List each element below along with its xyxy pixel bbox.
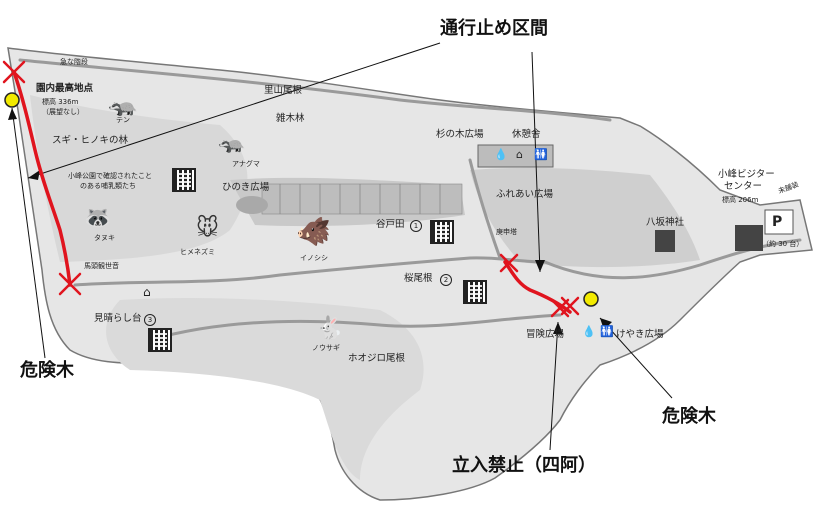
closure-mark-center — [499, 253, 519, 273]
label-mammals-note-1: 小峰公園で確認されたこと — [68, 172, 152, 180]
label-highest-elev: 標高 336m — [42, 98, 79, 106]
rest-house-building — [477, 144, 554, 168]
danger-tree-marker-left — [4, 92, 20, 108]
label-visitor-center-2: センター — [724, 181, 763, 192]
pointer-closed-section-right — [531, 51, 541, 273]
qr-code-mammals[interactable] — [172, 168, 196, 192]
rest-house-icon: ⌂ — [516, 148, 523, 161]
water-icon-keyaki: 💧 — [582, 325, 596, 338]
label-sakura-num: 2 — [440, 274, 452, 286]
label-miharashi: 見晴らし台 — [94, 313, 142, 324]
callout-danger-tree-right: 危険木 — [662, 406, 716, 427]
label-highest-note: （展望なし） — [42, 108, 84, 116]
label-visitor-center-elev: 標高 206m — [722, 196, 759, 204]
label-cedar-forest: スギ・ヒノキの林 — [52, 135, 129, 146]
trail-central — [73, 256, 547, 287]
label-ten: テン — [116, 116, 130, 124]
south-zone — [106, 298, 424, 480]
label-sakura-ridge: 桜尾根 — [404, 273, 433, 284]
pointer-closed-section-left — [27, 42, 441, 179]
callout-no-entry: 立入禁止（四阿） — [452, 455, 596, 476]
trail-east — [543, 238, 802, 280]
forest-zone — [30, 95, 248, 262]
label-highest-point: 園内最高地点 — [36, 83, 94, 94]
raccoon-dog-illustration: 🦝 — [84, 206, 112, 231]
parking-lot — [764, 209, 794, 235]
danger-tree-marker-right — [583, 291, 599, 307]
toilet-icon-keyaki: 🚻 — [600, 325, 614, 338]
steps — [261, 183, 463, 215]
badger-illustration: 🦡 — [218, 130, 246, 155]
label-satoyama-ridge: 里山尾根 — [264, 85, 303, 96]
label-cedar-square: 杉の木広場 — [436, 129, 484, 140]
trail-valley — [468, 158, 502, 260]
callout-danger-tree-left: 危険木 — [20, 360, 74, 381]
mouse-illustration: 🐭 — [196, 216, 219, 241]
label-anaguma: アナグマ — [232, 160, 260, 168]
closure-mark-east-2 — [560, 296, 580, 316]
label-koshinto: 庚申塔 — [496, 228, 517, 236]
rest-house-icon-miharashi: ⌂ — [143, 285, 151, 299]
hare-illustration: 🐇 — [316, 316, 344, 341]
label-visitor-center-1: 小峰ビジター — [718, 169, 775, 180]
closed-route-east — [503, 260, 572, 314]
label-fureai-square: ふれあい広場 — [496, 189, 554, 200]
hill-zone — [470, 167, 700, 268]
trail-south — [148, 313, 562, 342]
label-tanuki: タヌキ — [94, 234, 115, 242]
toilet-icon: 🚻 — [534, 148, 548, 161]
label-adventure-square: 冒険広場 — [526, 329, 565, 340]
shrine-building — [655, 230, 675, 252]
label-nousagi: ノウサギ — [312, 344, 340, 352]
label-steep-stairs: 急な階段 — [60, 58, 88, 66]
pointer-no-entry — [549, 321, 559, 451]
qr-code-yatoda[interactable] — [430, 220, 454, 244]
label-miharashi-num: 3 — [144, 314, 156, 326]
label-rest-house: 休憩舎 — [512, 129, 541, 140]
trail-ridge — [18, 58, 612, 122]
qr-code-miharashi[interactable] — [148, 328, 172, 352]
label-hinoki-square: ひのき広場 — [222, 182, 270, 193]
label-inoshishi: イノシシ — [300, 254, 328, 262]
pointer-danger-left — [11, 107, 46, 359]
label-yasaka-shrine: 八坂神社 — [646, 217, 685, 228]
closure-mark-top — [2, 60, 26, 84]
label-mammals-note-2: のある哺乳類たち — [80, 182, 136, 190]
closure-mark-left — [58, 272, 82, 296]
label-mixed-forest: 雑木林 — [276, 113, 305, 124]
label-keyaki-square: けやき広場 — [616, 329, 664, 340]
label-parking-capacity: （約 30 台） — [762, 240, 804, 248]
label-yatoda-num: 1 — [410, 220, 422, 232]
closed-route-west — [12, 70, 72, 287]
label-himenezumi: ヒメネズミ — [180, 248, 215, 256]
pond — [236, 196, 268, 214]
boar-illustration: 🐗 — [296, 215, 331, 248]
qr-code-sakura[interactable] — [463, 280, 487, 304]
callout-closed-section: 通行止め区間 — [440, 18, 548, 39]
visitor-center-building — [735, 225, 763, 251]
pointer-danger-right — [599, 317, 673, 399]
label-yatoda: 谷戸田 — [376, 219, 405, 230]
water-icon: 💧 — [494, 148, 508, 161]
label-bato-kannon: 馬頭観世音 — [84, 262, 119, 270]
marten-illustration: 🦡 — [108, 90, 138, 118]
label-hoojiro-ridge: ホオジロ尾根 — [348, 353, 406, 364]
label-parking: P — [772, 214, 783, 230]
